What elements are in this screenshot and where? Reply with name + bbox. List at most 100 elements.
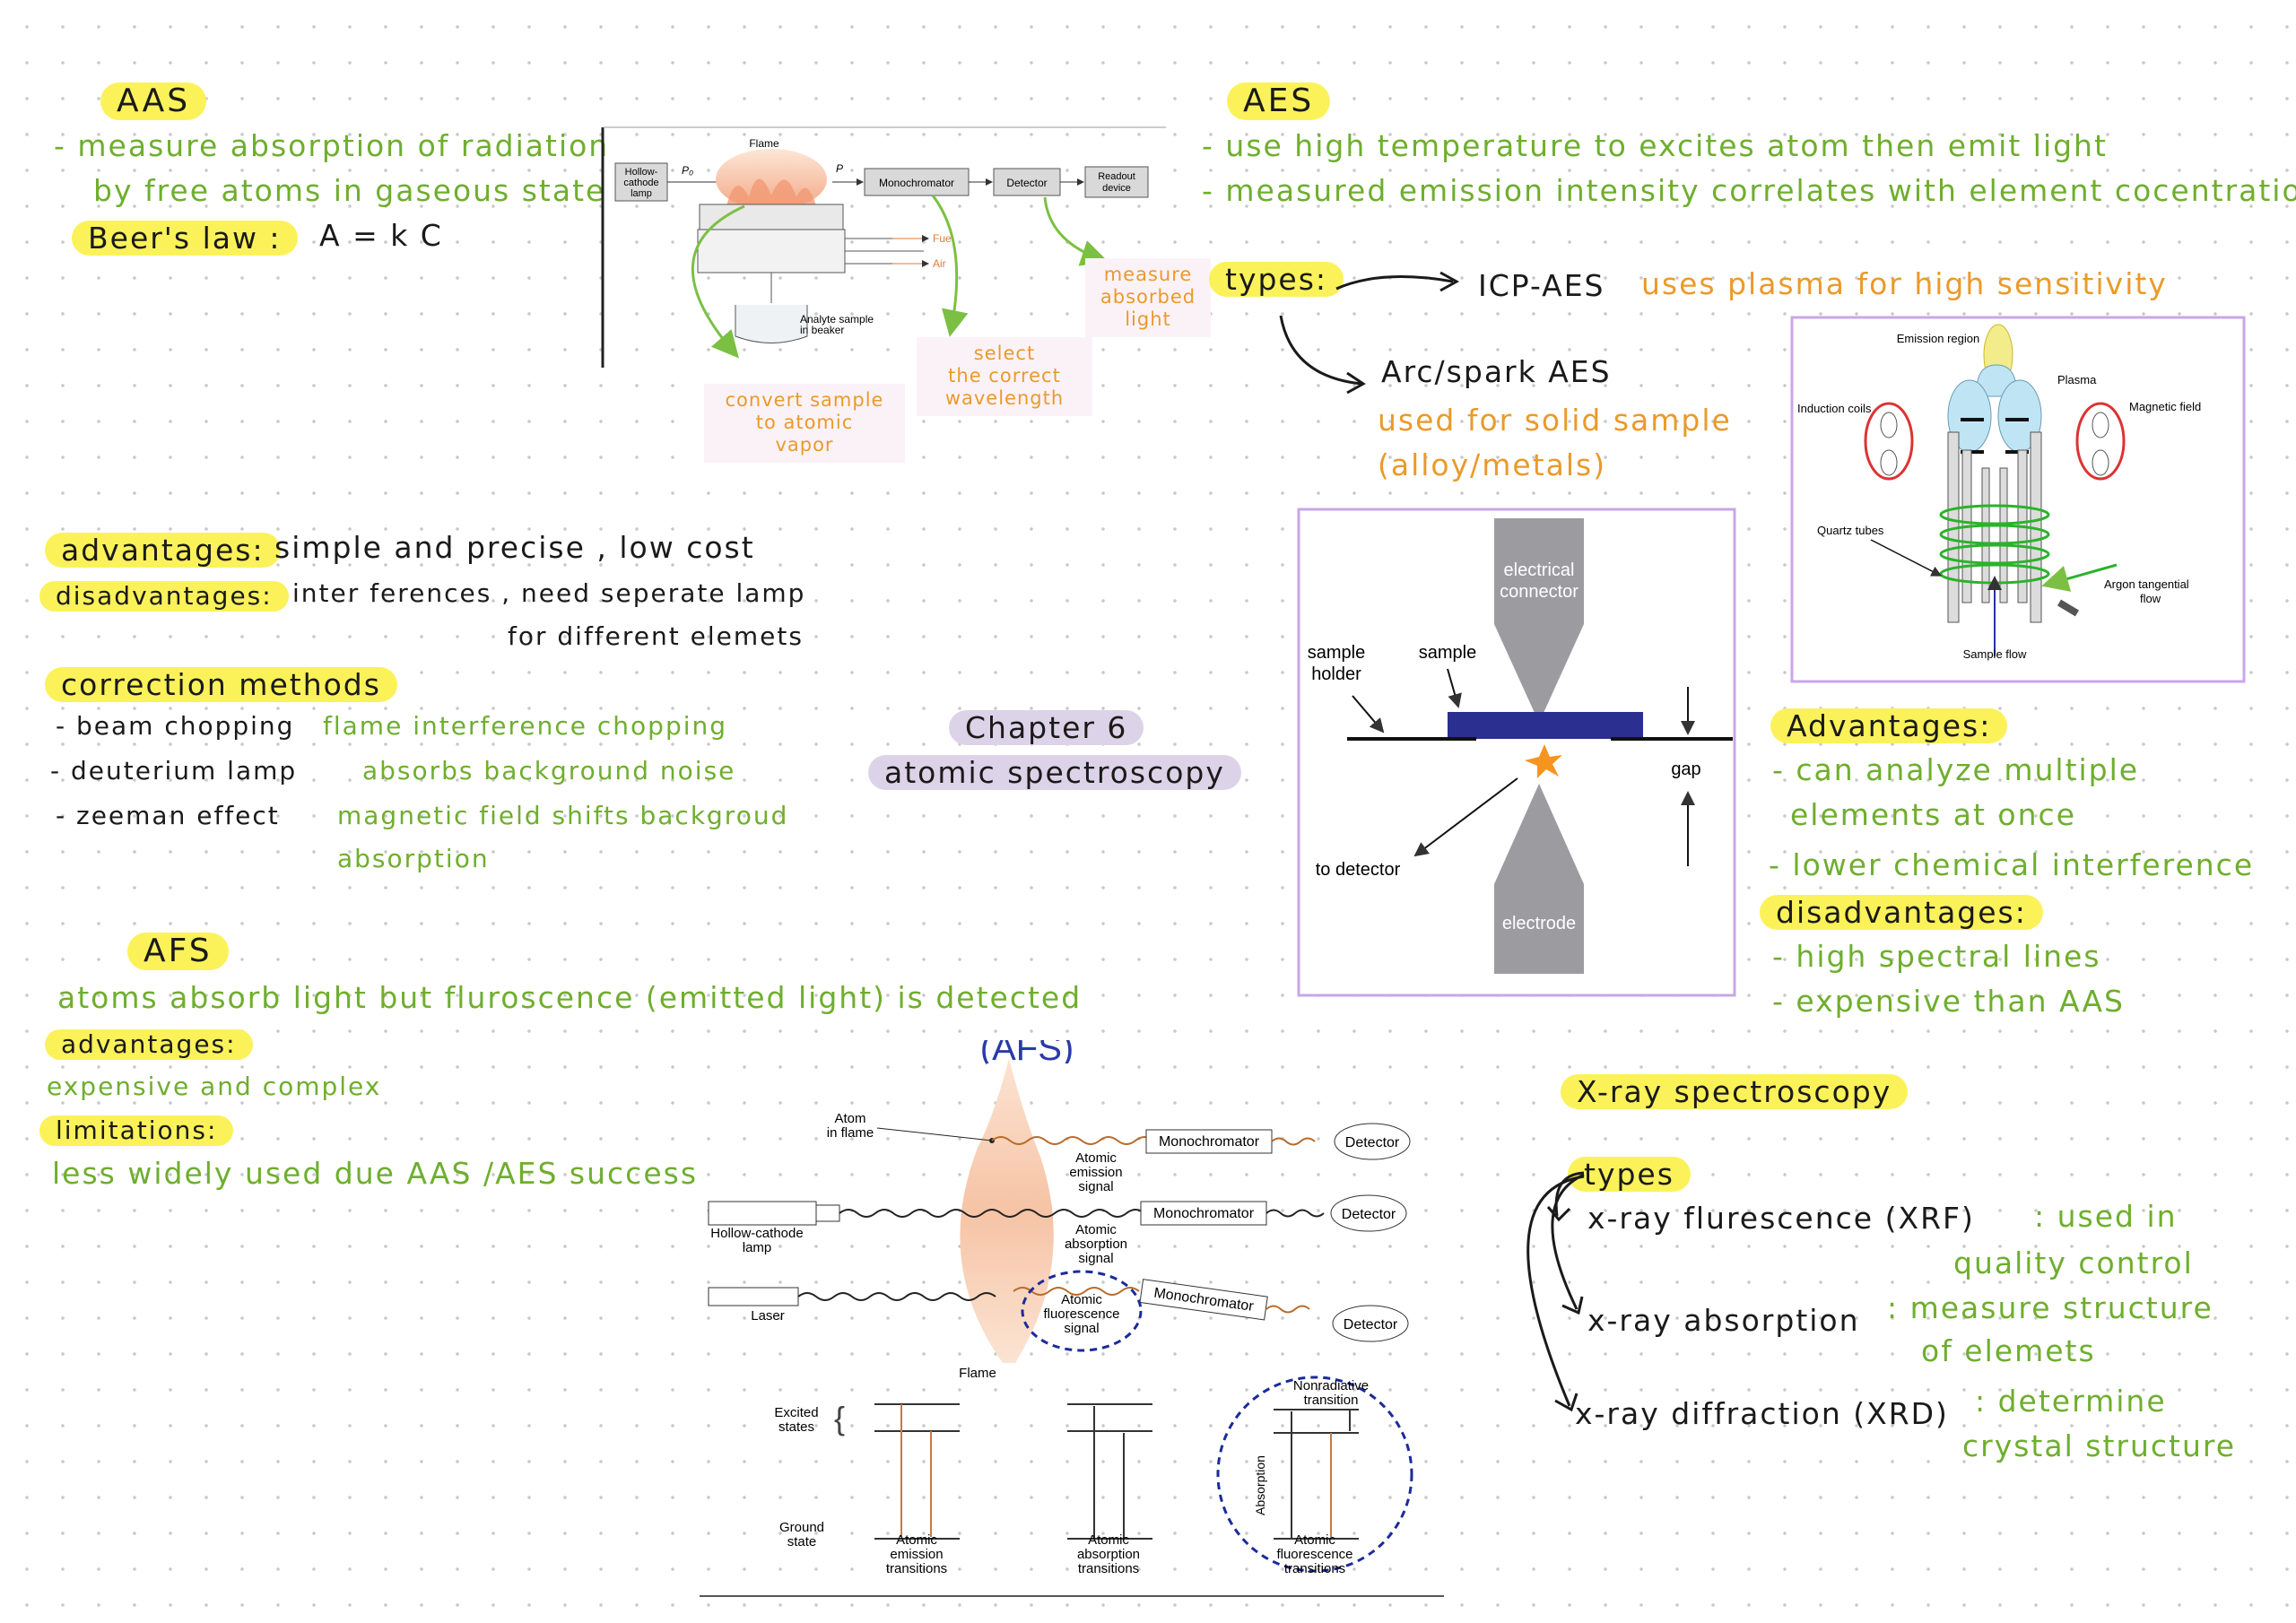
plasma-label: Plasma [2057, 373, 2097, 386]
xrf-desc1: : used in [2034, 1199, 2178, 1234]
xray-absorption-name: x-ray absorption [1587, 1303, 1860, 1338]
afs-title: AFS [127, 933, 229, 970]
sample-label: sample [1419, 643, 1476, 663]
aes-adv1: - can analyze multiple [1772, 752, 2140, 787]
svg-text:fluorescence: fluorescence [1276, 1547, 1352, 1562]
aas-advantages-label: advantages: [45, 533, 281, 568]
svg-text:transition: transition [1304, 1393, 1359, 1408]
note-convert-vapor: convert sample to atomic vapor [704, 384, 905, 463]
note-measure-light: measure absorbed light [1085, 258, 1211, 337]
to-detector-label: to detector [1316, 860, 1401, 880]
svg-text:Ground: Ground [779, 1520, 824, 1535]
xrf-desc2: quality control [1953, 1245, 2194, 1280]
gap-label: gap [1671, 759, 1700, 779]
icp-torch-diagram: Emission region Plasma Sample flow Induc… [1790, 316, 2246, 683]
arc-spark-aes-label: Arc/spark AES [1381, 354, 1612, 389]
absorption-transitions-label: Atomic [1088, 1532, 1129, 1548]
correction-methods-label: correction methods [45, 667, 397, 702]
aas-lamp-label: Hollow- [625, 167, 658, 178]
svg-text:absorption: absorption [1065, 1237, 1127, 1252]
svg-text:lamp: lamp [743, 1240, 772, 1255]
absorption-axis-label: Absorption [1253, 1455, 1267, 1515]
xray-absorption-desc2: of elemets [1921, 1333, 2096, 1368]
xrd-name: x-ray diffraction (XRD) [1575, 1396, 1949, 1431]
chapter-title: atomic spectroscopy [868, 755, 1241, 790]
xray-types-arrows [1526, 1171, 1585, 1412]
svg-text:Atomic: Atomic [1075, 1150, 1117, 1166]
afs-advantages-label: advantages: [45, 1029, 253, 1060]
analyte-sample-label: Analyte sample [800, 313, 874, 325]
beers-law-formula: A = k C [319, 218, 443, 253]
afs-limitations-label: limitations: [39, 1115, 234, 1146]
svg-text:lamp: lamp [631, 188, 652, 199]
svg-text:transitions: transitions [886, 1561, 947, 1576]
afs-advantages-text: expensive and complex [47, 1072, 382, 1101]
aas-definition-line1: - measure absorption of radiation [54, 128, 610, 163]
afs-diagram: (AFS) Atom in flame Monochromator Detect… [700, 1040, 1444, 1597]
emission-region-label: Emission region [1897, 332, 1980, 345]
icp-aes-label: ICP-AES [1478, 268, 1605, 303]
afs-diagram-title: (AFS) [980, 1040, 1074, 1068]
svg-text:emission: emission [890, 1547, 943, 1562]
afs-detector-1: Detector [1345, 1135, 1400, 1150]
aas-detector-box: Detector [1006, 177, 1047, 189]
laser-label: Laser [751, 1308, 785, 1324]
chapter-number: Chapter 6 [949, 710, 1144, 745]
xrd-desc2: crystal structure [1962, 1428, 2237, 1463]
xrf-name: x-ray flurescence (XRF) [1587, 1201, 1975, 1236]
magnetic-field-label: Magnetic field [2129, 400, 2201, 413]
aas-instrument-diagram: Hollow- cathode lamp P₀ Flame Fuel Air A… [601, 126, 1166, 368]
arc-spark-diagram: electrical connector sample holder sampl… [1297, 508, 1736, 997]
svg-text:holder: holder [1311, 664, 1361, 684]
svg-text:signal: signal [1064, 1321, 1099, 1336]
sample-holder-label: sample [1308, 643, 1365, 663]
afs-detector-2: Detector [1342, 1207, 1396, 1222]
svg-text:Atomic: Atomic [1061, 1292, 1102, 1307]
aes-types-arrows [1279, 271, 1460, 395]
aas-disadvantages-label: disadvantages: [39, 581, 289, 612]
xray-absorption-desc1: : measure structure [1887, 1290, 2213, 1325]
afs-limitations-text: less widely used due AAS /AES success [52, 1156, 699, 1191]
svg-text:transitions: transitions [1284, 1561, 1345, 1576]
beers-law-label: Beer's law : [72, 221, 298, 256]
xray-types-label: types [1568, 1157, 1691, 1192]
afs-detector-3: Detector [1344, 1317, 1398, 1332]
svg-text:state: state [787, 1534, 817, 1549]
aas-advantages-text: simple and precise , low cost [274, 530, 755, 565]
correction-method-3: - zeeman effect [56, 801, 280, 830]
aes-definition-line1: - use high temperature to excites atom t… [1202, 128, 2108, 163]
svg-text:in flame: in flame [827, 1125, 874, 1141]
svg-text:cathode: cathode [623, 178, 658, 188]
svg-text:Atomic: Atomic [1075, 1222, 1117, 1237]
correction-method-1: - beam chopping [56, 711, 295, 741]
svg-text:connector: connector [1500, 582, 1578, 602]
aes-adv2: - lower chemical interference [1769, 847, 2255, 882]
aes-definition-line2: - measured emission intensity correlates… [1202, 173, 2296, 208]
aes-dis2: - expensive than AAS [1772, 984, 2125, 1019]
afs-definition: atoms absorb light but fluroscence (emit… [57, 980, 1083, 1015]
icp-aes-desc: uses plasma for high sensitivity [1641, 266, 2168, 301]
svg-text:Monochromator: Monochromator [1153, 1206, 1255, 1221]
svg-text:states: states [778, 1419, 814, 1435]
svg-text:P₀: P₀ [682, 164, 693, 177]
xray-title: X-ray spectroscopy [1561, 1074, 1909, 1109]
svg-text:signal: signal [1078, 1251, 1113, 1266]
afs-hollow-cathode-label: Hollow-cathode [710, 1226, 803, 1241]
correction-detail-2: absorbs background noise [362, 756, 736, 785]
svg-text:device: device [1102, 183, 1131, 194]
atom-in-flame-label: Atom [834, 1111, 865, 1126]
note-select-wavelength: select the correct wavelength [917, 337, 1092, 416]
aes-disadvantages-label: disadvantages: [1760, 895, 2043, 930]
xrd-desc1: : determine [1975, 1384, 2167, 1419]
correction-detail-3: magnetic field shifts backgroud [337, 801, 789, 830]
correction-detail-3-cont: absorption [337, 844, 490, 873]
aas-title: AAS [100, 82, 207, 120]
quartz-tubes-label: Quartz tubes [1817, 524, 1884, 537]
arc-spark-desc2: (alloy/metals) [1378, 447, 1607, 482]
sample-flow-label: Sample flow [1963, 647, 2027, 661]
aas-readout-box: Readout [1098, 171, 1135, 182]
nonradiative-label: Nonradiative [1293, 1378, 1369, 1393]
svg-text:Monochromator: Monochromator [1159, 1134, 1260, 1150]
svg-text:{: { [834, 1400, 845, 1436]
aes-dis1: - high spectral lines [1772, 939, 2101, 974]
